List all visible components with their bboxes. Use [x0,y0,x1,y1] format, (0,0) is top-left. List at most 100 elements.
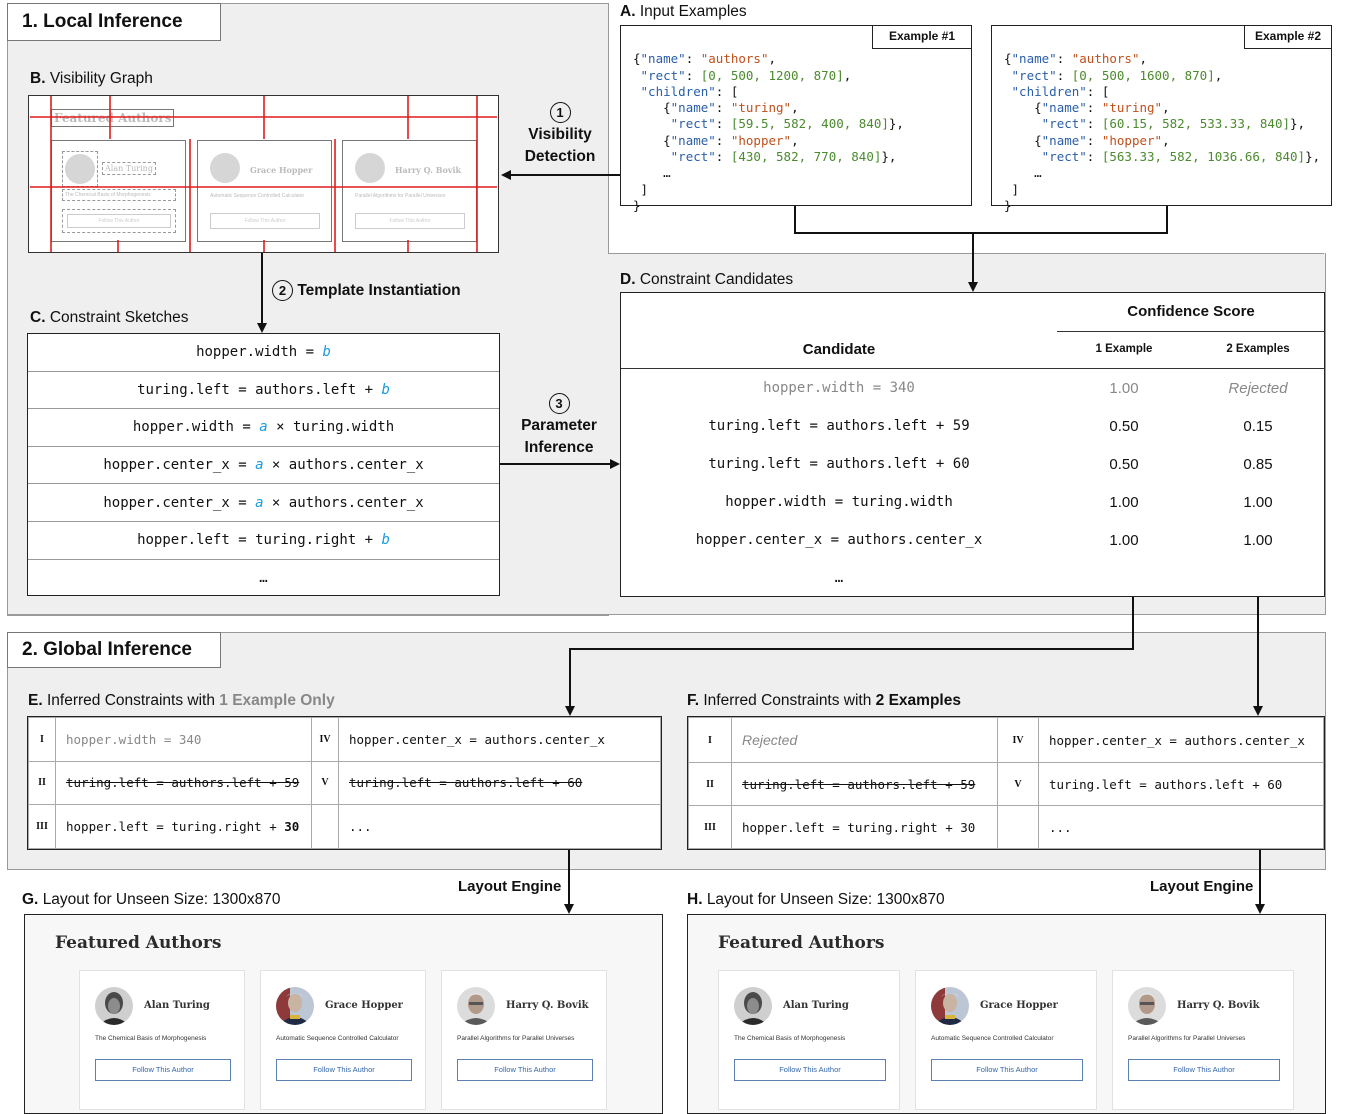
label-F: F. Inferred Constraints with 2 Examples [687,692,961,709]
inferred-2-table: I Rejected IV hopper.center_x = authors.… [687,716,1325,850]
candidate-text: turing.left = authors.left + 59 [708,418,970,434]
follow-author-button[interactable]: Follow This Author [931,1059,1083,1081]
header-confidence: Confidence Score [1127,303,1255,320]
visibility-graph: Featured Authors Alan Turing The Chemica… [28,95,499,253]
avatar [931,987,969,1025]
sketch-row: hopper.left = turing.right + b [28,522,499,560]
score-1-example: 1.00 [1109,531,1139,549]
candidate-text: … [834,570,844,586]
author-subtitle: The Chemical Basis of Morphogenesis [95,1035,207,1042]
section-title-local: 1. Local Inference [7,3,221,41]
layout-engine-label-2: Layout Engine [1150,878,1254,895]
candidate-text: hopper.width = 340 [763,380,915,396]
sketch-row: hopper.center_x = a × authors.center_x [28,447,499,485]
author-name: Grace Hopper [980,1000,1058,1011]
vg-card-subtitle: The Chemical Basis of Morphogenesis [62,189,176,201]
example-2-rect: [0, 500, 1600, 870] [1071,67,1215,83]
layout-H-title: Featured Authors [718,933,885,953]
candidate-row: hopper.width = turing.width 1.00 1.00 [621,483,1325,521]
visibility-edges [30,96,497,252]
score-2-examples: Rejected [1228,379,1288,397]
step-parameter-inference: 3 Parameter Inference [512,393,606,459]
follow-author-button[interactable]: Follow This Author [734,1059,886,1081]
step-visibility-detection: 1 Visibility Detection [515,102,605,168]
author-subtitle: Parallel Algorithms for Parallel Univers… [457,1035,575,1042]
sketch-row: … [259,570,268,587]
sketch-row: hopper.width = a × turing.width [28,409,499,447]
sketch-row: hopper.width = b [28,334,499,372]
author-subtitle: Parallel Algorithms for Parallel Univers… [1128,1035,1246,1042]
score-1-example: 1.00 [1109,379,1139,397]
layout-engine-label-1: Layout Engine [458,878,562,895]
avatar [276,987,314,1025]
score-1-example: 1.00 [1109,493,1139,511]
follow-author-button[interactable]: Follow This Author [95,1059,231,1081]
example-1-box: Example #1 {"name": "authors", "rect": [… [620,25,972,213]
example-1-rect: [0, 500, 1200, 870] [700,67,844,83]
score-1-example: 0.50 [1109,455,1139,473]
inferred-2-I: Rejected [731,716,998,764]
vg-card-button: Follow This Author [62,209,176,233]
score-2-examples: 1.00 [1243,531,1273,549]
inferred-2-III: hopper.left = turing.right + 30 [731,805,998,849]
label-C: C. Constraint Sketches [30,309,189,326]
inferred-2-II: turing.left = authors.left + 59 [731,762,998,807]
step-template-instantiation: 2 Template Instantiation [272,280,461,302]
author-name: Grace Hopper [325,1000,403,1011]
example-2-box: Example #2 {"name": "authors", "rect": [… [991,25,1332,213]
inferred-1-more: ... [338,804,661,849]
label-H: H. Layout for Unseen Size: 1300x870 [687,891,945,908]
sketch-row: hopper.center_x = a × authors.center_x [28,484,499,522]
avatar [734,987,772,1025]
sketch-row: turing.left = authors.left + b [28,372,499,410]
candidate-row: hopper.center_x = authors.center_x 1.00 1.… [621,521,1325,559]
follow-author-button[interactable]: Follow This Author [457,1059,593,1081]
label-B: B. Visibility Graph [30,70,153,87]
candidate-text: hopper.width = turing.width [725,494,953,510]
inferred-2-IV: hopper.center_x = authors.center_x [1038,716,1324,764]
label-A: A. Input Examples [620,3,747,20]
score-2-examples: 1.00 [1243,493,1273,511]
inferred-2-more: ... [1038,805,1324,849]
header-2-examples: 2 Examples [1226,343,1290,355]
header-1-example: 1 Example [1095,343,1153,355]
vg-card-name: Alan Turing [102,162,156,175]
label-D: D. Constraint Candidates [620,271,794,288]
inferred-1-IV: hopper.center_x = authors.center_x [338,717,661,762]
author-subtitle: Automatic Sequence Controlled Calculator [276,1035,399,1042]
candidate-text: turing.left = authors.left + 60 [708,456,970,472]
inferred-1-V: turing.left = authors.left + 60 [338,760,661,806]
follow-author-button[interactable]: Follow This Author [1128,1059,1280,1081]
score-2-examples: 0.85 [1243,455,1273,473]
example-2-tag: Example #2 [1244,25,1332,49]
author-name: Alan Turing [783,1000,849,1011]
header-candidate: Candidate [802,341,876,358]
author-subtitle: Automatic Sequence Controlled Calculator [931,1035,1054,1042]
follow-author-button[interactable]: Follow This Author [276,1059,412,1081]
author-name: Alan Turing [144,1000,210,1011]
section-title-global: 2. Global Inference [7,632,221,668]
vg-card-hopper: Grace Hopper Automatic Sequence Controll… [197,140,332,242]
label-G: G. Layout for Unseen Size: 1300x870 [22,891,281,908]
score-2-examples: 0.15 [1243,417,1273,435]
author-subtitle: The Chemical Basis of Morphogenesis [734,1035,846,1042]
avatar [457,987,495,1025]
inferred-1-III: hopper.left = turing.right + 30 [55,804,312,849]
layout-G-title: Featured Authors [55,933,222,953]
avatar [95,987,133,1025]
example-1-tag: Example #1 [872,25,972,49]
candidate-row: turing.left = authors.left + 59 0.50 0.15 [621,407,1325,445]
candidate-row: hopper.width = 340 1.00 Rejected [621,369,1325,407]
score-1-example: 0.50 [1109,417,1139,435]
candidate-text: hopper.center_x = authors.center_x [695,532,983,548]
avatar [1128,987,1166,1025]
candidate-row: … [621,559,1325,597]
candidate-row: turing.left = authors.left + 60 0.50 0.85 [621,445,1325,483]
